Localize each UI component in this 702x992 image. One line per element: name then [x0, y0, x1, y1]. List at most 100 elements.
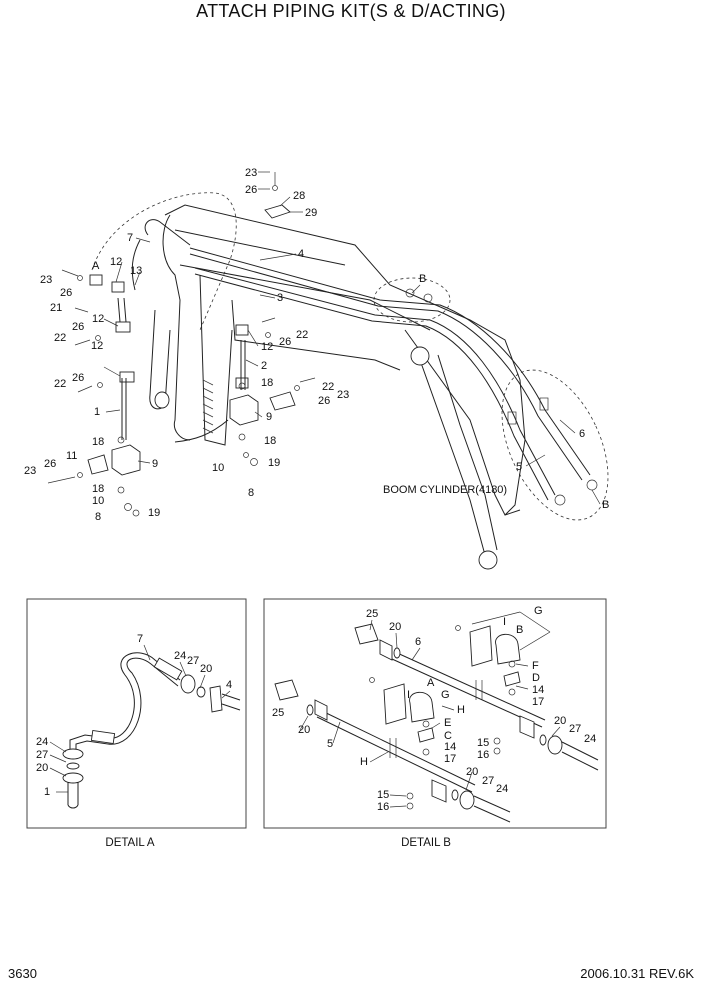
callout: 5 [327, 738, 333, 750]
callout: 26 [245, 184, 257, 196]
callout: 23 [40, 274, 52, 286]
callout: 14 [444, 741, 456, 753]
callout: 22 [54, 378, 66, 390]
callout: 23 [337, 389, 349, 401]
callout: 17 [444, 753, 456, 765]
callout: 3 [277, 292, 283, 304]
callout: 25 [366, 608, 378, 620]
callout: D [532, 672, 540, 684]
callout: 16 [477, 749, 489, 761]
detail-b: G 25 20 I B 6 F D A 14 17 25 G I H 20 5 … [263, 598, 607, 849]
callout: 1 [44, 786, 50, 798]
callout: 8 [248, 487, 254, 499]
callout: 29 [305, 207, 317, 219]
callout: G [534, 605, 543, 617]
callout: 12 [92, 313, 104, 325]
callout: 26 [72, 321, 84, 333]
callout: 7 [137, 633, 143, 645]
callout: I [503, 616, 506, 628]
callout: C [444, 730, 452, 742]
callout: 26 [72, 372, 84, 384]
detail-a-caption: DETAIL A [105, 837, 155, 849]
callout: F [532, 660, 539, 672]
callout: 12 [91, 340, 103, 352]
callout: 26 [44, 458, 56, 470]
boom [149, 204, 526, 516]
callout: H [360, 756, 368, 768]
callout: 20 [466, 766, 478, 778]
callout: 10 [212, 462, 224, 474]
revision-date: 2006.10.31 REV.6K [580, 966, 694, 981]
page-title: ATTACH PIPING KIT(S & D/ACTING) [196, 1, 506, 21]
callout: 20 [298, 724, 310, 736]
callout: 12 [110, 256, 122, 268]
callout: B [516, 624, 523, 636]
callout: E [444, 717, 451, 729]
callout: 20 [554, 715, 566, 727]
callout: 11 [66, 450, 77, 462]
callout: 15 [477, 737, 489, 749]
callout: 18 [92, 436, 104, 448]
detail-a-frame [26, 598, 247, 829]
callout: G [441, 689, 450, 701]
callout: A [427, 677, 435, 689]
callout: 26 [318, 395, 330, 407]
callout: 20 [200, 663, 212, 675]
callout: 1 [94, 406, 100, 418]
callout: 9 [266, 411, 272, 423]
callout: 23 [245, 167, 257, 179]
callout: 6 [415, 636, 421, 648]
callout: 8 [95, 511, 101, 523]
callout: 21 [50, 302, 62, 314]
callout: B [602, 499, 609, 511]
callout: 22 [296, 329, 308, 341]
callout: 24 [584, 733, 596, 745]
fasteners [47, 172, 598, 517]
callout: 10 [92, 495, 104, 507]
callout: 19 [148, 507, 160, 519]
callout: 13 [130, 265, 142, 277]
callout: 27 [482, 775, 494, 787]
callout: 14 [532, 684, 544, 696]
main-assembly: 23 26 28 29 7 4 A 12 13 B 23 26 3 21 12 … [24, 167, 609, 570]
callout: 6 [579, 428, 585, 440]
callout: 18 [264, 435, 276, 447]
callout: 20 [389, 621, 401, 633]
callout: 2 [261, 360, 267, 372]
callout: 4 [298, 248, 304, 260]
callout: 26 [60, 287, 72, 299]
callout: B [419, 273, 426, 285]
callout: 7 [127, 232, 133, 244]
callout: 24 [496, 783, 508, 795]
callout: 20 [36, 762, 48, 774]
valve-blocks [111, 297, 259, 476]
callout: H [457, 704, 465, 716]
callout: 15 [377, 789, 389, 801]
callout: 27 [187, 655, 199, 667]
callout: 22 [322, 381, 334, 393]
callout: 19 [268, 457, 280, 469]
callout: 23 [24, 465, 36, 477]
callout: 5 [516, 461, 522, 473]
pipes [131, 219, 591, 501]
callout: 24 [174, 650, 186, 662]
detail-a: 7 24 27 20 4 24 27 20 1 DETAIL A [26, 598, 247, 849]
boom-cylinder-label: BOOM CYLINDER(4180) [383, 484, 507, 496]
callout: I [407, 689, 410, 701]
detail-b-outline-upper [373, 277, 451, 323]
callout: 25 [272, 707, 284, 719]
detail-b-frame [263, 598, 607, 829]
callout: 27 [569, 723, 581, 735]
callout: 16 [377, 801, 389, 813]
callout: 17 [532, 696, 544, 708]
callout: 24 [36, 736, 48, 748]
leader-lines [103, 171, 601, 505]
clamps [87, 204, 296, 475]
callout: 4 [226, 679, 232, 691]
callout: 26 [279, 336, 291, 348]
callout: 22 [54, 332, 66, 344]
callout: 18 [92, 483, 104, 495]
detail-b-outline-lower [501, 369, 609, 521]
main-callouts: 23 26 28 29 7 4 A 12 13 B 23 26 3 21 12 … [24, 167, 609, 523]
